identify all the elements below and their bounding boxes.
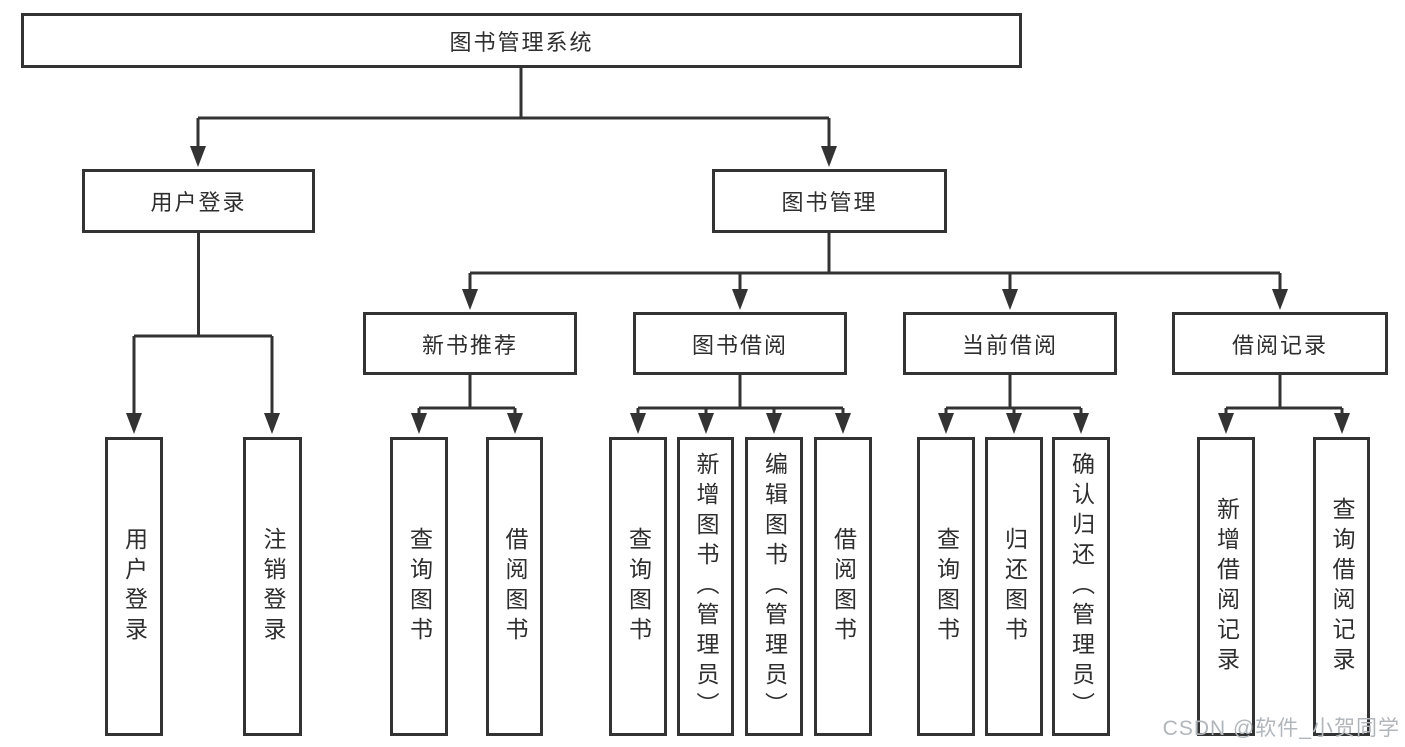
node-label: 借阅记录 [1231,332,1328,358]
node-query-books-borrow: 查询图书 [609,437,667,736]
node-return-books: 归还图书 [985,437,1043,736]
connector-login-to-leaves [132,233,274,415]
node-user-login: 用户登录 [82,169,315,233]
connector-management-to-level3 [468,233,1282,291]
node-edit-books-admin: 编辑图书（管理员） [745,437,803,736]
node-label: 确认归还（管理员） [1068,451,1095,722]
node-label: 归还图书 [1001,526,1028,647]
arrowhead-icon [126,413,142,434]
arrowhead-icon [1006,413,1022,434]
arrowhead-icon [1002,289,1018,310]
node-label: 查询图书 [406,526,433,647]
node-add-books-admin: 新增图书（管理员） [677,437,734,736]
arrowhead-icon [835,413,851,434]
arrowhead-icon [1218,413,1234,434]
connector-recommend-to-leaves [417,375,517,415]
node-confirm-return-admin: 确认归还（管理员） [1052,437,1110,736]
csdn-watermark: CSDN @软件_小贺同学 [1162,717,1400,740]
node-book-management: 图书管理 [712,169,947,233]
node-label: 借阅图书 [502,526,528,647]
node-label: 新书推荐 [421,332,518,358]
node-current-borrow: 当前借阅 [903,312,1117,375]
node-label: 图书管理 [781,190,878,215]
node-label: 编辑图书（管理员） [761,451,788,722]
connector-root-to-level2 [196,68,831,148]
arrowhead-icon [732,289,748,310]
node-label: 图书借阅 [691,332,788,358]
arrowhead-icon [507,413,523,434]
node-label: 新增借阅记录 [1213,496,1240,677]
node-borrow-books-recommend: 借阅图书 [486,437,543,736]
node-logout-leaf: 注销登录 [243,437,302,736]
arrowhead-icon [938,413,954,434]
node-label: 当前借阅 [961,332,1058,358]
arrowhead-icon [1073,413,1089,434]
arrowhead-icon [766,413,782,434]
node-query-borrow-record: 查询借阅记录 [1313,437,1370,736]
arrowhead-icon [630,413,646,434]
connector-records-to-leaves [1224,375,1344,415]
arrowhead-icon [1272,289,1288,310]
arrowhead-icon [190,146,206,167]
arrowhead-icon [411,413,427,434]
node-root-system: 图书管理系统 [21,13,1022,68]
connector-current-to-leaves [944,375,1083,415]
node-label: 查询借阅记录 [1329,496,1355,677]
node-borrow-records: 借阅记录 [1172,312,1388,375]
arrowhead-icon [462,289,478,310]
node-label: 图书管理系统 [449,29,594,55]
node-label: 查询图书 [933,526,960,647]
arrowhead-icon [264,413,280,434]
arrowhead-icon [698,413,714,434]
node-book-borrow: 图书借阅 [633,312,847,375]
node-label: 查询图书 [625,526,652,647]
node-label: 新增图书（管理员） [693,451,719,722]
node-label: 借阅图书 [830,526,857,647]
node-query-books-current: 查询图书 [917,437,975,736]
connector-borrow-to-leaves [636,375,845,415]
node-add-borrow-record: 新增借阅记录 [1197,437,1255,736]
node-query-books-recommend: 查询图书 [390,437,448,736]
arrowhead-icon [821,146,837,167]
node-new-book-recommend: 新书推荐 [363,312,577,375]
node-user-login-leaf: 用户登录 [105,437,163,736]
node-label: 用户登录 [121,526,148,647]
node-label: 用户登录 [150,190,247,215]
arrowhead-icon [1334,413,1350,434]
node-borrow-books-leaf: 借阅图书 [814,437,872,736]
node-label: 注销登录 [260,526,286,647]
